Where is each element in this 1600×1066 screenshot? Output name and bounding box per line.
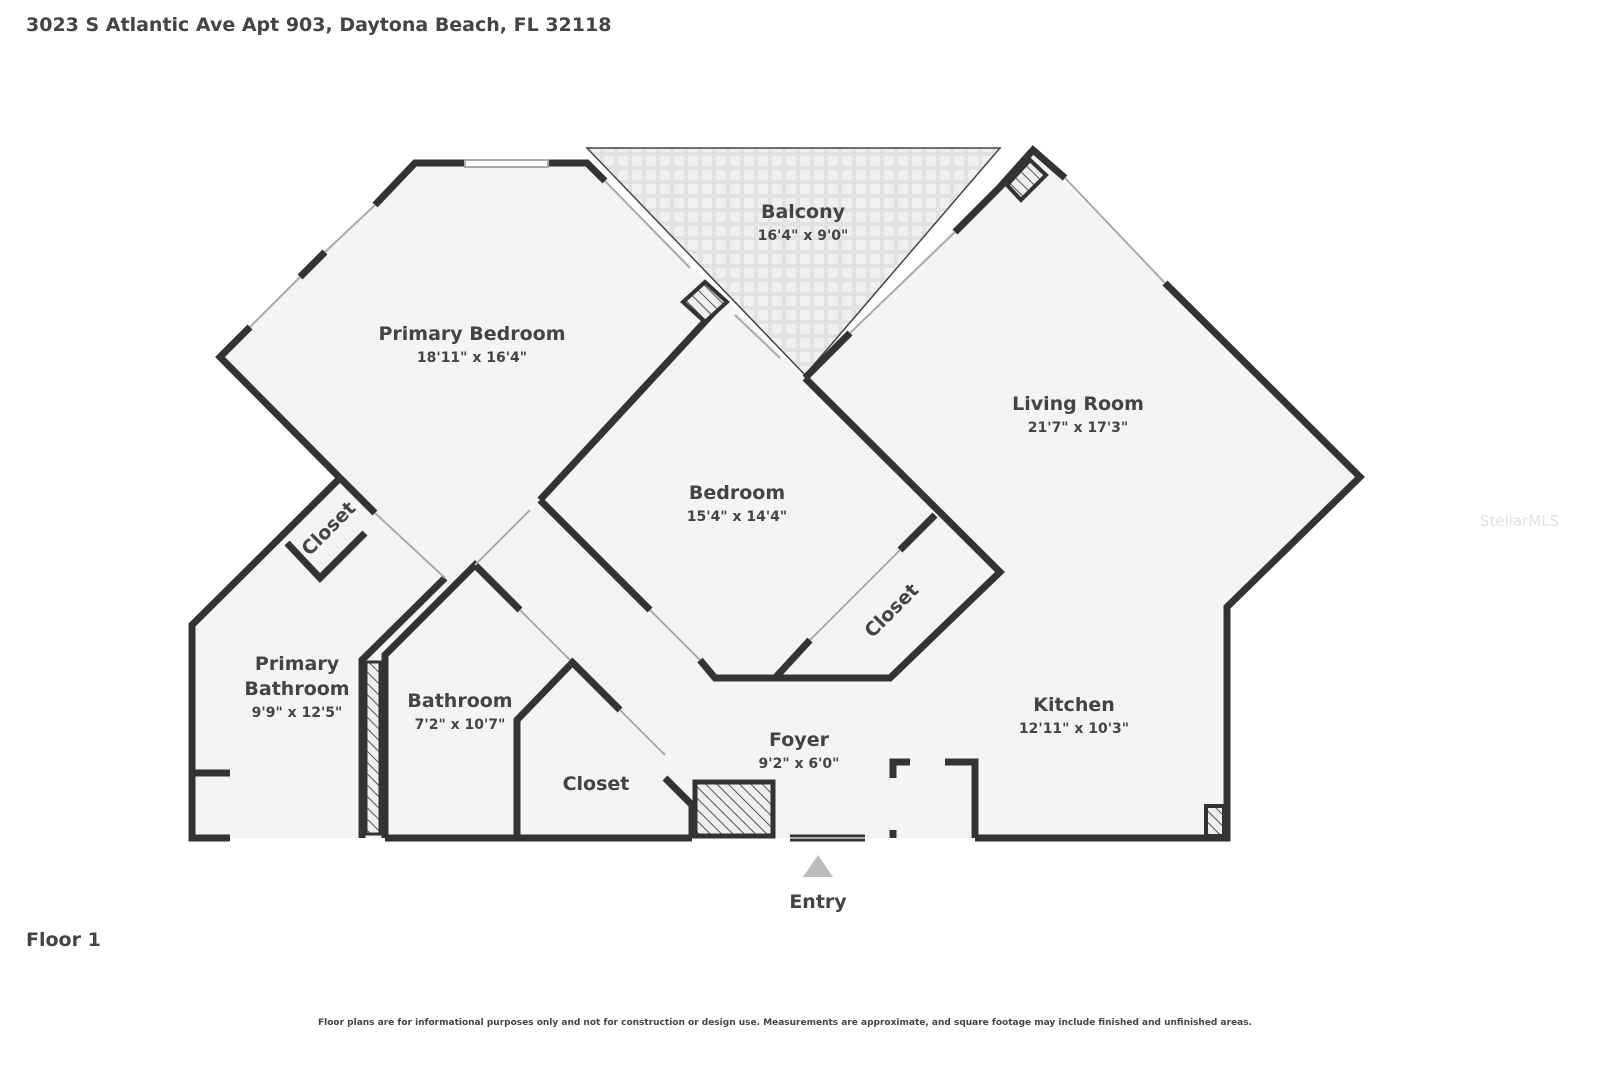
room-dims: 18'11" x 16'4"	[417, 350, 527, 366]
room-name: Kitchen	[1033, 694, 1115, 716]
property-address: 3023 S Atlantic Ave Apt 903, Daytona Bea…	[26, 14, 612, 36]
room-dims: 9'2" x 6'0"	[759, 756, 840, 772]
column-bedroom	[680, 279, 730, 325]
room-dims: 21'7" x 17'3"	[1028, 420, 1128, 436]
room-name: Foyer	[769, 729, 830, 751]
room-kitchen: Kitchen 12'11" x 10'3"	[1019, 694, 1129, 737]
entry-label: Entry	[789, 891, 847, 913]
room-living-room: Living Room 21'7" x 17'3"	[1012, 393, 1144, 436]
column-living	[1004, 157, 1049, 203]
room-dims: 16'4" x 9'0"	[758, 228, 849, 244]
wall-chase	[364, 660, 382, 836]
column-hatched	[692, 779, 776, 839]
windows	[249, 159, 1166, 839]
room-hall-closet: Closet	[563, 773, 630, 795]
watermark: StellarMLS	[1480, 512, 1560, 530]
room-dims: 15'4" x 14'4"	[687, 509, 787, 525]
room-name: Balcony	[761, 201, 846, 223]
room-dims: 9'9" x 12'5"	[252, 705, 343, 721]
column-small	[1204, 804, 1226, 838]
unit-floor	[192, 150, 1360, 838]
room-foyer: Foyer 9'2" x 6'0"	[759, 729, 840, 772]
room-dims: 12'11" x 10'3"	[1019, 721, 1129, 737]
room-name: Bedroom	[689, 482, 785, 504]
disclaimer: Floor plans are for informational purpos…	[318, 1018, 1252, 1028]
room-dims: 7'2" x 10'7"	[415, 717, 506, 733]
balcony-floor	[585, 147, 1002, 377]
room-name: Primary Bedroom	[378, 323, 565, 345]
room-primary-bathroom: Primary Bathroom 9'9" x 12'5"	[244, 653, 349, 721]
floor-label: Floor 1	[26, 929, 101, 951]
room-name-line1: Primary	[255, 653, 340, 675]
room-balcony: Balcony 16'4" x 9'0"	[758, 201, 849, 244]
room-primary-bedroom: Primary Bedroom 18'11" x 16'4"	[378, 323, 565, 366]
room-name-line2: Bathroom	[244, 678, 349, 700]
room-name: Bathroom	[407, 690, 512, 712]
room-name: Living Room	[1012, 393, 1144, 415]
room-bathroom: Bathroom 7'2" x 10'7"	[407, 690, 512, 733]
entry-arrow-icon	[803, 855, 833, 877]
room-bedroom: Bedroom 15'4" x 14'4"	[687, 482, 787, 525]
